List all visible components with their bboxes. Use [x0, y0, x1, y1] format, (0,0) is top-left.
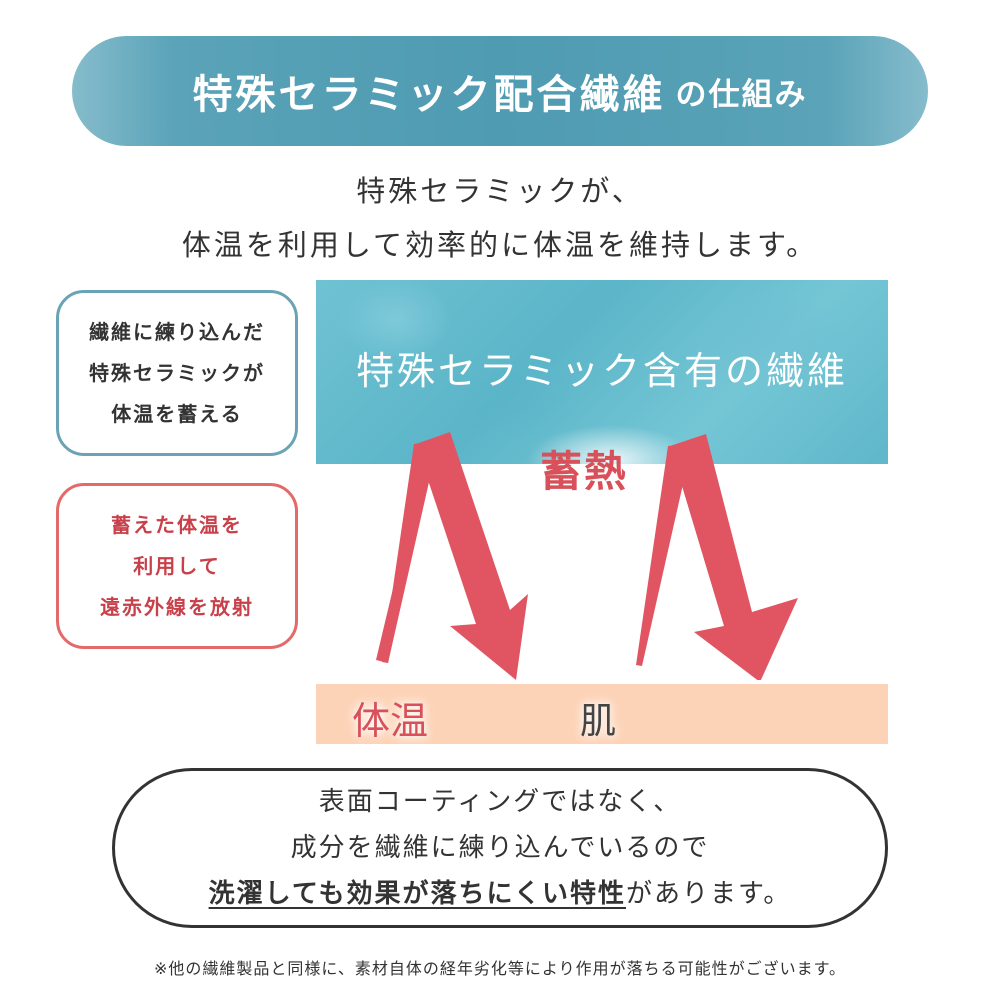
ceramic-fiber-layer: 特殊セラミック含有の繊維 — [316, 280, 888, 464]
store-heat-line: 体温を蓄える — [111, 401, 243, 426]
store-heat-line: 特殊セラミックが — [89, 360, 265, 385]
footnote: ※他の繊維製品と同様に、素材自体の経年劣化等により作用が落ちる可能性がございます… — [153, 959, 846, 978]
note-line-3: 洗濯しても効果が落ちにくい特性があります。 — [209, 871, 792, 917]
title-banner: 特殊セラミック配合繊維 の仕組み — [72, 36, 928, 146]
radiate-heat-line: 蓄えた体温を — [111, 512, 243, 537]
note-line-3-rest: があります。 — [626, 879, 792, 909]
store-heat-box: 繊維に練り込んだ 特殊セラミックが 体温を蓄える — [56, 290, 298, 456]
note-line-2: 成分を繊維に練り込んでいるので — [290, 833, 710, 863]
heat-cycle-arrows — [376, 432, 798, 680]
body-temperature-label: 体温 — [352, 699, 429, 743]
radiate-heat-line: 遠赤外線を放射 — [100, 594, 254, 619]
heat-arrow-icon — [376, 432, 798, 680]
fiber-label: 特殊セラミック含有の繊維 — [355, 349, 848, 393]
radiate-heat-line: 利用して — [133, 553, 221, 578]
lead-line-1: 特殊セラミックが、 — [356, 174, 644, 208]
store-heat-line: 繊維に練り込んだ — [89, 319, 265, 344]
title-sub: の仕組み — [675, 76, 808, 113]
skin-layer: 体温 肌 — [316, 684, 888, 744]
note-highlight: 洗濯しても効果が落ちにくい特性 — [208, 879, 626, 909]
radiate-heat-box: 蓄えた体温を 利用して 遠赤外線を放射 — [56, 483, 298, 649]
heat-storage-label: 蓄熱 — [540, 447, 629, 496]
lead-line-2: 体温を利用して効率的に体温を維持します。 — [181, 228, 819, 262]
title-main: 特殊セラミック配合繊維 — [192, 72, 666, 118]
durability-note: 表面コーティングではなく、 成分を繊維に練り込んでいるので 洗濯しても効果が落ち… — [112, 768, 888, 928]
skin-label: 肌 — [580, 701, 617, 742]
note-line-1: 表面コーティングではなく、 — [318, 787, 682, 817]
